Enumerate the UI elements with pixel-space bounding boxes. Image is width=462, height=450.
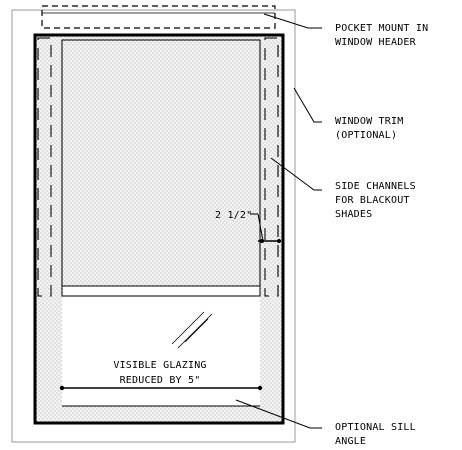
glass-reflection-mark — [184, 318, 209, 343]
side-channels-label-line-3: SHADES — [335, 209, 372, 220]
sill-angle-right-node — [257, 385, 263, 391]
side-channel-right — [264, 37, 279, 297]
glass-reflection-mark — [171, 311, 205, 345]
window-frame-outline — [33, 33, 285, 425]
dimension-tick — [260, 239, 264, 243]
window-trim-label-line-1: WINDOW TRIM — [335, 116, 403, 127]
sill-angle-label-line-2: ANGLE — [335, 436, 366, 447]
side-channels-label-line-1: SIDE CHANNELS — [335, 181, 416, 192]
window-trim-leader — [293, 87, 322, 123]
glazing-note-line-2: REDUCED BY 5" — [120, 375, 201, 386]
pocket-mount-label-line-2: WINDOW HEADER — [335, 37, 417, 48]
pocket-mount-label-line-1: POCKET MOUNT IN — [335, 23, 428, 34]
sill-angle-leader — [235, 399, 322, 429]
glass-reflection-mark — [177, 313, 213, 349]
side-channels-label-line-2: FOR BLACKOUT — [335, 195, 410, 206]
dimension-tick — [277, 239, 281, 243]
dimension-leader — [257, 213, 264, 242]
pocket-mount-leader — [263, 13, 322, 29]
shade-fabric — [61, 39, 261, 287]
glazing-note-line-1: VISIBLE GLAZING — [113, 360, 206, 371]
sill-angle-label-line-1: OPTIONAL SILL — [335, 422, 416, 433]
pocket-mount-outline — [41, 5, 276, 29]
window-trim-outline — [11, 9, 296, 443]
dimension-label: 2 1/2" — [215, 210, 252, 221]
side-channel-left — [37, 37, 52, 297]
sill-angle-left-node — [59, 385, 65, 391]
shade-bottom-bar — [61, 285, 261, 297]
window-trim-label-line-2: (OPTIONAL) — [335, 130, 397, 141]
side-channels-leader — [270, 157, 322, 191]
glazing-area — [62, 296, 260, 406]
